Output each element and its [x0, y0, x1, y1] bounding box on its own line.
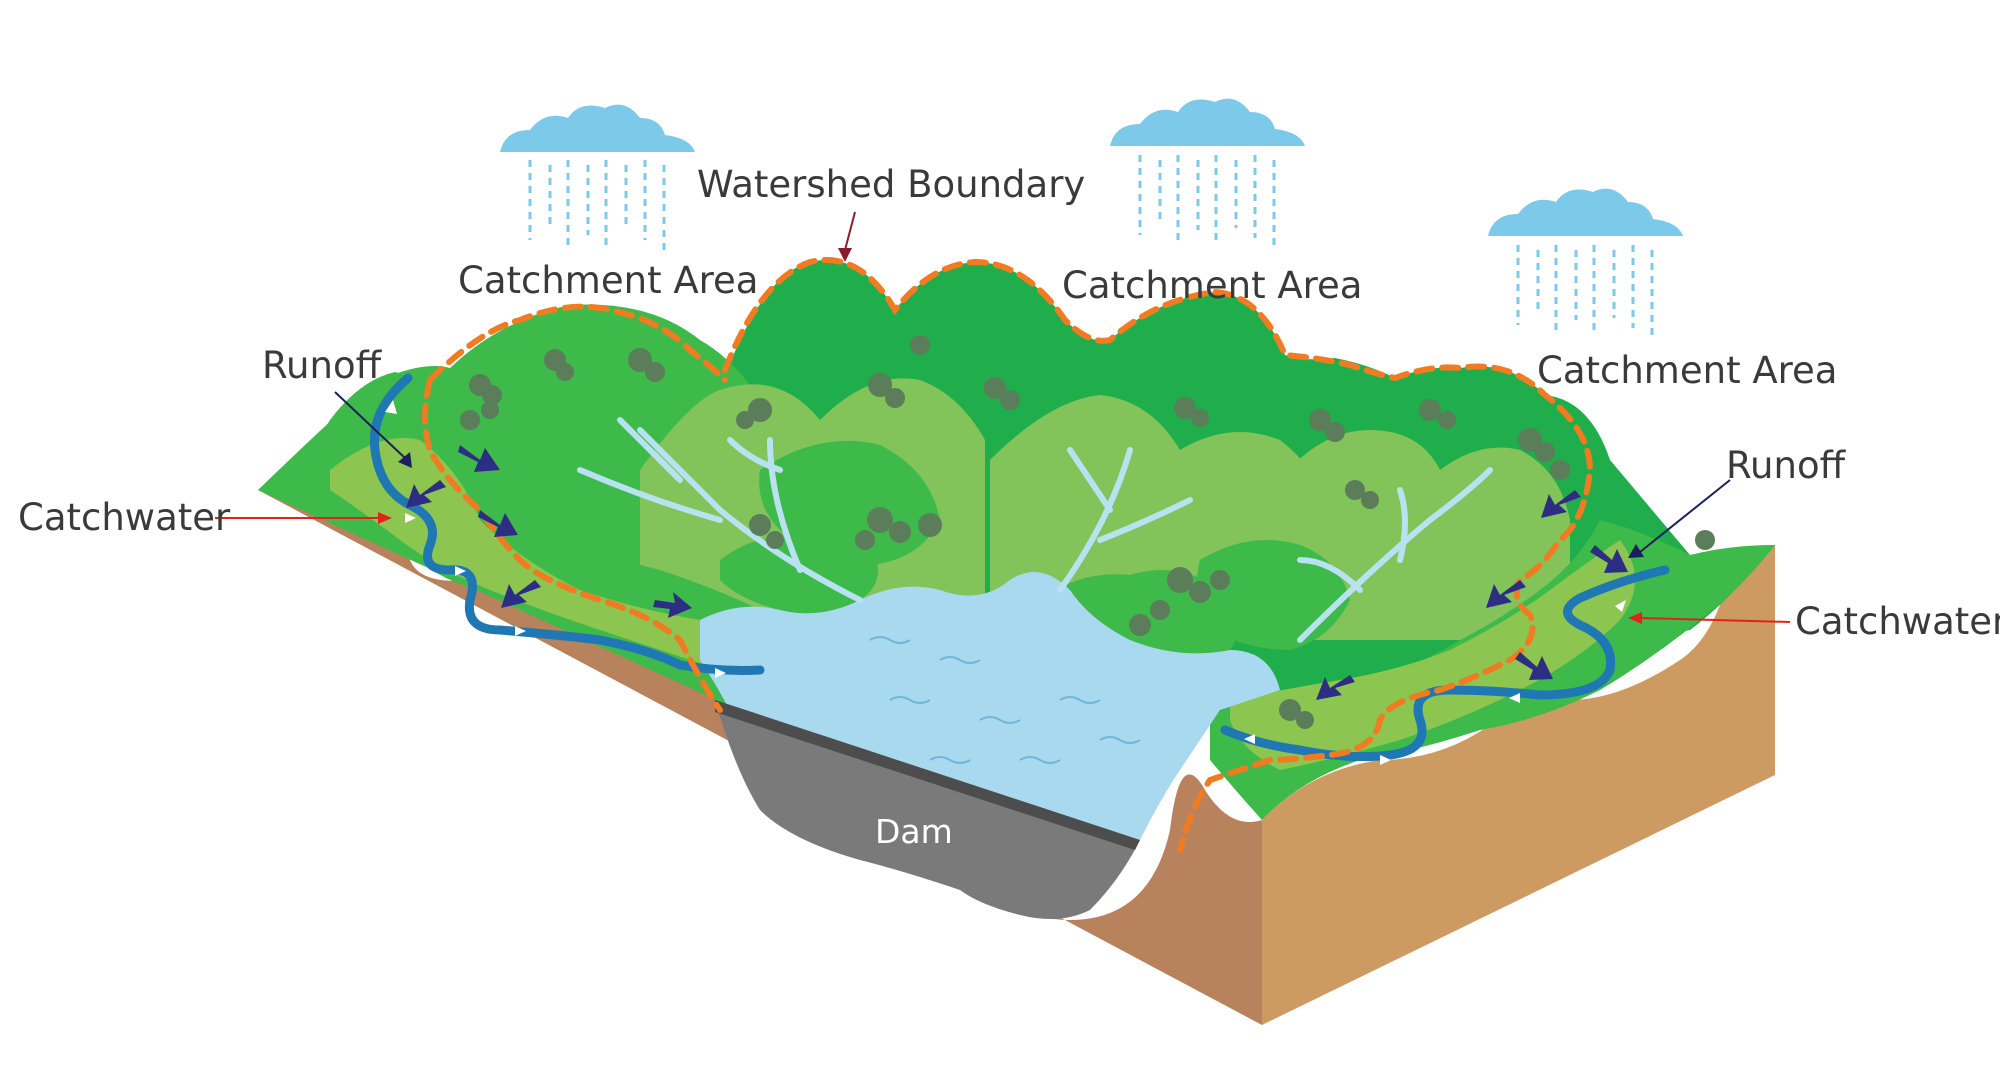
stream-tributaries [577, 417, 1493, 643]
lake-ripples [869, 636, 1141, 764]
catchwater-left-label: Catchwater [18, 496, 231, 539]
runoff-arrows [406, 445, 1628, 700]
catchment-area-left-label: Catchment Area [458, 259, 759, 302]
reservoir-lake [700, 572, 1280, 840]
dam-label: Dam [875, 812, 953, 851]
cloud-left-icon [500, 104, 695, 250]
leader-lines [215, 211, 1791, 624]
catchment-area-right-label: Catchment Area [1537, 349, 1838, 392]
trees [460, 335, 1715, 729]
runoff-left-label: Runoff [262, 344, 382, 387]
cloud-middle-icon [1110, 98, 1305, 245]
runoff-right-label: Runoff [1726, 444, 1846, 487]
catchment-area-middle-label: Catchment Area [1062, 264, 1363, 307]
cloud-right-icon [1488, 188, 1683, 335]
catchwater-channel-left [369, 373, 765, 675]
catchwater-right-label: Catchwater [1795, 600, 2000, 643]
watershed-boundary-label: Watershed Boundary [697, 163, 1086, 206]
channel-flow-markers [385, 400, 1626, 765]
watershed-boundary-line [422, 257, 1594, 853]
dam-structure [715, 700, 1140, 919]
